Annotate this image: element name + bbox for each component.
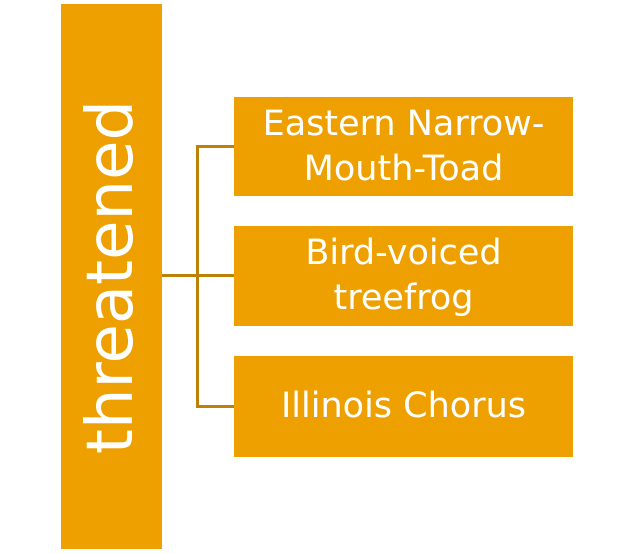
connector-root <box>162 274 198 277</box>
root-node-label: threatened <box>74 99 149 454</box>
child-node: Eastern Narrow-Mouth-Toad <box>234 97 573 196</box>
root-node-threatened: threatened <box>61 4 162 549</box>
child-node: Bird-voiced treefrog <box>234 226 573 326</box>
child-node-label: Bird-voiced treefrog <box>305 233 502 318</box>
connector-child-1 <box>196 145 234 148</box>
connector-child-3 <box>196 405 234 408</box>
child-node-label: Eastern Narrow-Mouth-Toad <box>262 103 545 189</box>
child-node: Illinois Chorus <box>234 356 573 457</box>
connector-child-2 <box>196 274 234 277</box>
child-node-label: Illinois Chorus <box>280 386 527 426</box>
